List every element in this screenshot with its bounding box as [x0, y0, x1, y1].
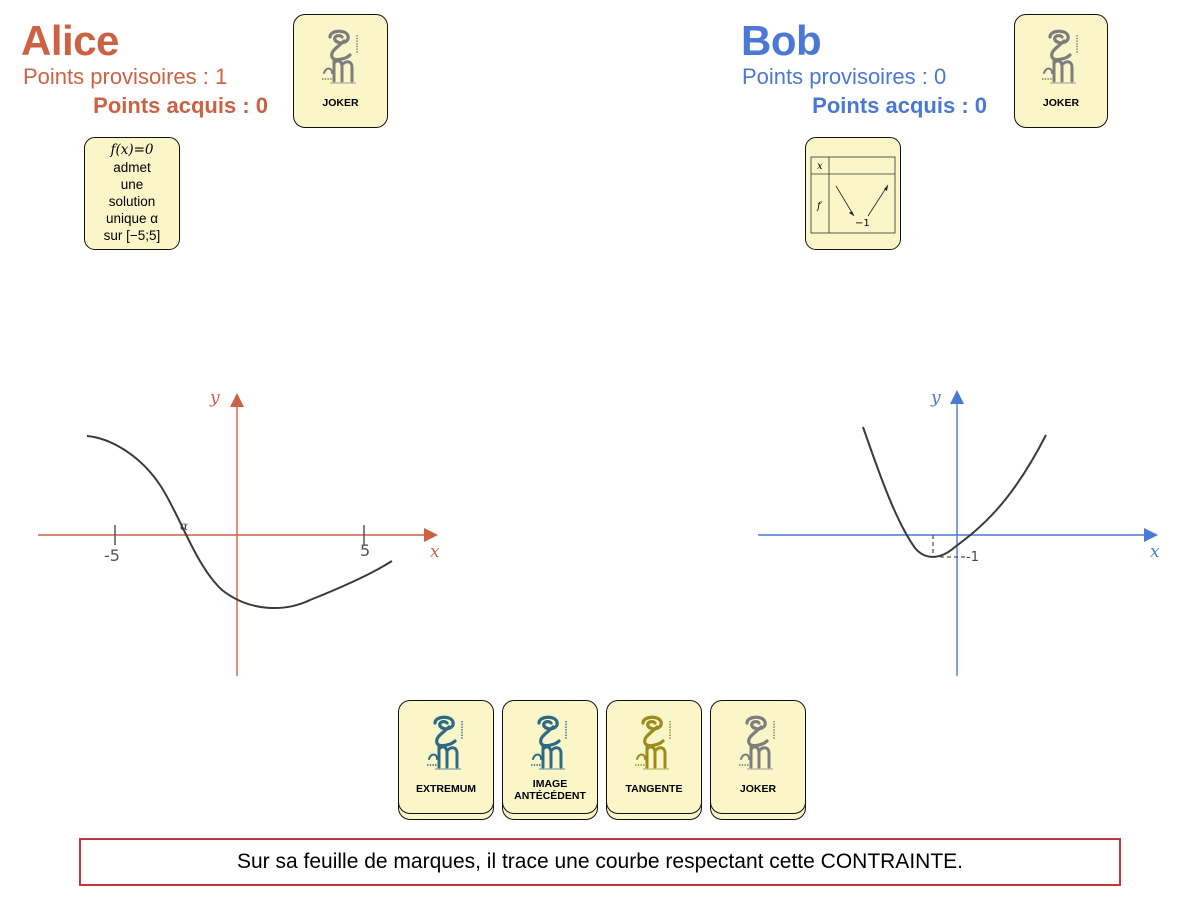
bob-provisional-points: Points provisoires : 0: [742, 64, 947, 89]
constraint-line: solution: [108, 194, 156, 209]
var-row-x: x: [817, 161, 823, 172]
constraint-text: f(x)=0 admet une solution unique α sur […: [85, 138, 179, 244]
bob-joker-card[interactable]: JOKER: [1014, 14, 1108, 128]
x-axis-arrow-icon: [1144, 528, 1158, 542]
alice-graph: y x -5 5 α: [38, 388, 440, 676]
bob-acquired-points: Points acquis : 0: [812, 93, 987, 118]
tick-label-pos: 5: [360, 541, 370, 560]
card-logo-icon: [421, 713, 471, 778]
constraint-line: unique α: [105, 211, 159, 226]
card-label: JOKER: [322, 97, 359, 109]
increase-arrow-icon: [867, 184, 889, 217]
bob-name: Bob: [741, 17, 822, 64]
bob-curve: [862, 426, 1047, 558]
x-axis-label: x: [1150, 542, 1160, 562]
card-label: EXTREMUM: [415, 783, 477, 795]
alice-acquired-points: Points acquis : 0: [93, 93, 268, 118]
alice-provisional-points: Points provisoires : 1: [23, 64, 228, 89]
constraint-line: admet: [113, 160, 151, 175]
instruction-text: Sur sa feuille de marques, il trace une …: [237, 850, 963, 873]
bob-variation-card[interactable]: x f −1: [805, 137, 901, 250]
var-row-f: f: [816, 201, 823, 212]
constraint-line: sur [−5;5]: [103, 228, 161, 243]
constraint-line: f(x)=0: [110, 142, 154, 158]
card-label: JOKER: [1042, 97, 1080, 109]
tick-label-neg: -5: [104, 546, 120, 565]
card-logo-icon: [525, 713, 575, 778]
hand-card-image-antecedent[interactable]: IMAGE ANTÉCÉDENT: [502, 700, 598, 814]
hand-card-joker[interactable]: JOKER: [710, 700, 806, 814]
card-logo-icon: [629, 713, 679, 778]
variation-table: x f −1: [810, 156, 896, 234]
card-logo-icon: [316, 27, 366, 92]
card-logo-icon: [1036, 27, 1086, 92]
y-axis-arrow-icon: [950, 390, 964, 404]
x-axis-label: x: [430, 542, 440, 562]
min-label: -1: [966, 550, 979, 565]
decrease-arrow-icon: [835, 185, 855, 217]
root-label: α: [180, 519, 188, 533]
alice-curve: [86, 435, 393, 609]
alice-name: Alice: [21, 17, 119, 64]
bob-graph: y x -1: [758, 388, 1160, 676]
y-axis-arrow-icon: [230, 393, 244, 407]
hand-card-tangente[interactable]: TANGENTE: [606, 700, 702, 814]
instruction-banner: Sur sa feuille de marques, il trace une …: [79, 838, 1121, 886]
constraint-line: une: [120, 177, 144, 192]
x-axis-arrow-icon: [424, 528, 438, 542]
card-label: JOKER: [739, 783, 777, 795]
card-logo-icon: [733, 713, 783, 778]
var-min-value: −1: [855, 218, 870, 229]
hand-card-extremum[interactable]: EXTREMUM: [398, 700, 494, 814]
alice-joker-card[interactable]: JOKER: [293, 14, 388, 128]
card-label: IMAGE ANTÉCÉDENT: [514, 778, 586, 803]
y-axis-label: y: [209, 388, 220, 408]
card-label: TANGENTE: [625, 783, 683, 795]
alice-constraint-card[interactable]: f(x)=0 admet une solution unique α sur […: [84, 137, 180, 250]
y-axis-label: y: [930, 388, 941, 408]
